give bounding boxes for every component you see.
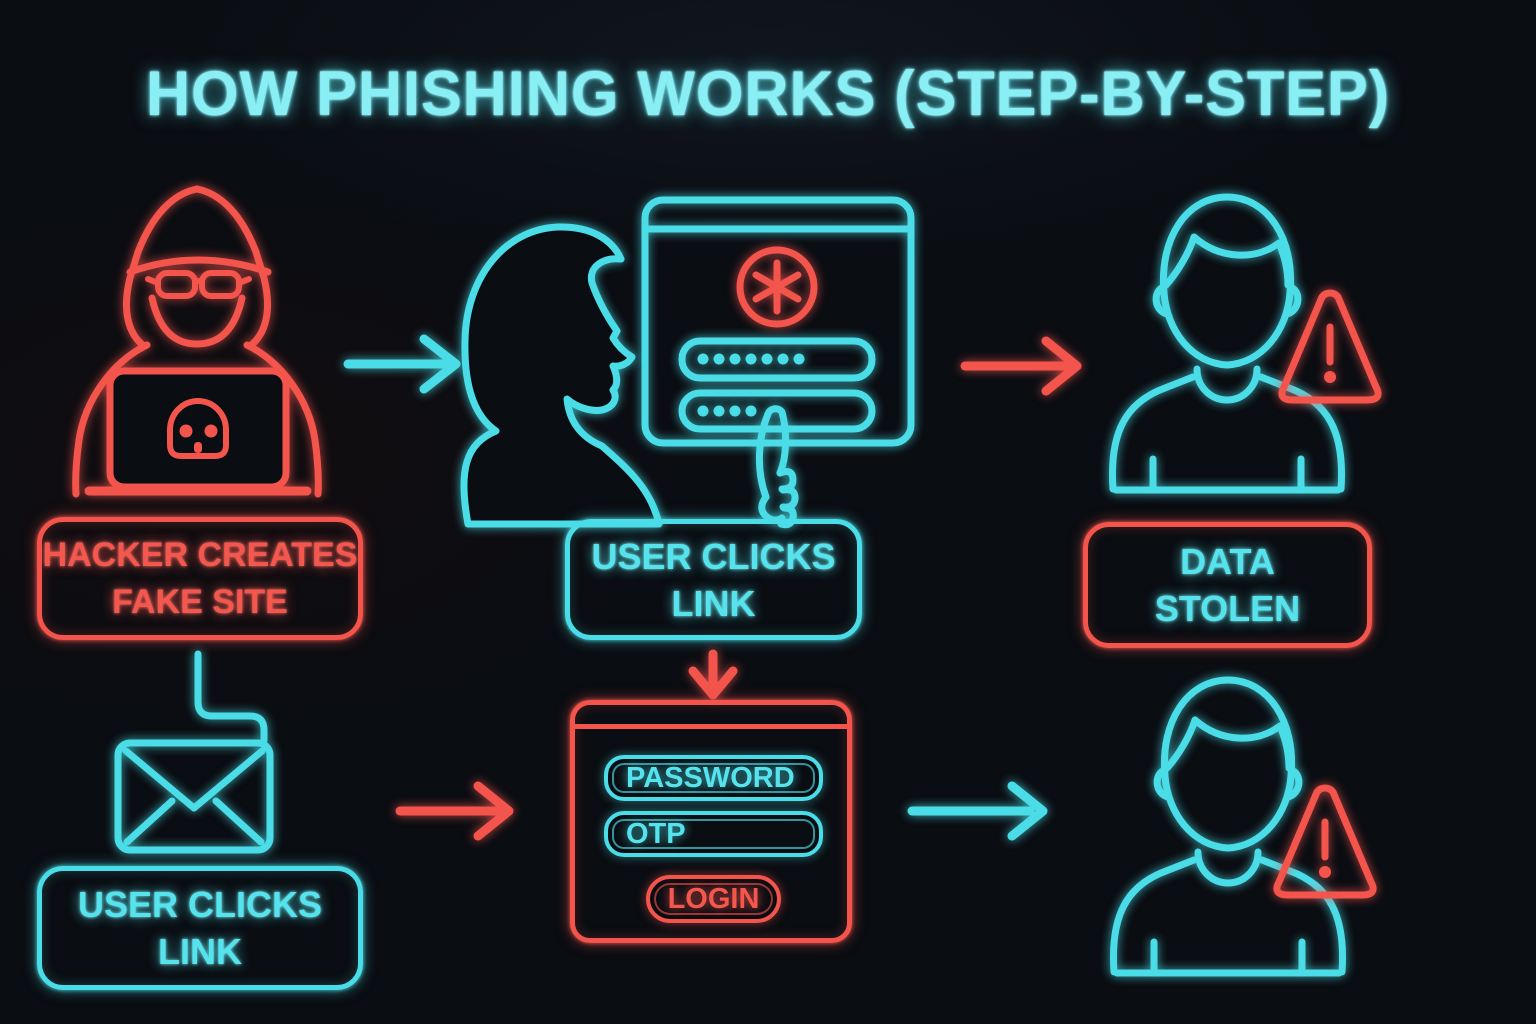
arrow-email-to-form-icon: [395, 781, 514, 841]
hacker-with-laptop-skull-icon: [72, 185, 322, 498]
label-line: FAKE SITE: [112, 582, 288, 621]
label-line: HACKER CREATES: [42, 535, 358, 574]
user-side-profile-icon: [460, 223, 663, 528]
password-dots-field-2: [678, 389, 876, 433]
victim-avatar-bottom-icon: [1113, 680, 1342, 973]
data-stolen-label: DATA STOLEN: [1083, 522, 1372, 648]
login-button[interactable]: LOGIN: [646, 875, 781, 923]
user-clicks-link-label-bottom: USER CLICKS LINK: [37, 866, 363, 990]
password-field[interactable]: PASSWORD: [604, 755, 823, 801]
glasses-icon: [145, 270, 252, 299]
skull-icon: [167, 398, 229, 459]
asterisk-badge-icon: [736, 246, 818, 328]
connector-line: [194, 650, 268, 744]
phishing-login-form: PASSWORD OTP LOGIN: [570, 700, 852, 943]
password-dots-field-1: [678, 337, 876, 382]
label-line: USER CLICKS: [591, 535, 836, 577]
page-title: HOW PHISHING WORKS (STEP-BY-STEP): [145, 59, 1391, 129]
arrow-form-to-victim-icon: [907, 781, 1048, 841]
arrow-user-to-victim-icon: [960, 336, 1082, 396]
arrow-down-to-form-icon: [688, 649, 738, 700]
otp-field[interactable]: OTP: [604, 811, 823, 857]
arrow-hacker-to-user-icon: [343, 334, 461, 394]
user-clicks-link-label-top: USER CLICKS LINK: [565, 519, 862, 640]
warning-triangle-bottom-icon: [1277, 788, 1373, 895]
label-line: LINK: [158, 931, 242, 972]
label-line: STOLEN: [1154, 588, 1301, 629]
victim-avatar-top-icon: [1112, 197, 1341, 490]
pointing-hand-icon: [756, 405, 799, 529]
label-line: DATA: [1180, 541, 1275, 582]
hacker-creates-fake-site-label: HACKER CREATES FAKE SITE: [37, 517, 363, 640]
fake-site-window-icon: [641, 196, 915, 447]
form-title-bar: [575, 705, 847, 729]
label-line: USER CLICKS: [77, 884, 323, 925]
label-line: LINK: [671, 582, 756, 624]
email-envelope-icon: [114, 739, 274, 854]
